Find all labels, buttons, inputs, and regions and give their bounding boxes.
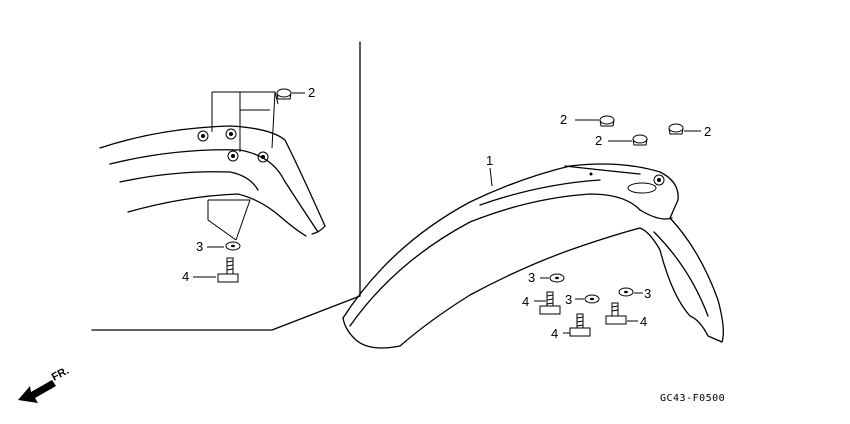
- bolt-icon-c: [605, 302, 627, 325]
- callout-2-inset: 2: [308, 85, 315, 100]
- callout-2-a: 2: [560, 112, 567, 127]
- callout-4-b: 4: [551, 326, 558, 341]
- bolt-icon-a: [539, 291, 561, 315]
- fender-crease: [639, 209, 673, 220]
- callout-3-a: 3: [528, 270, 535, 285]
- callout-3-b: 3: [565, 292, 572, 307]
- diagram-code: GC43-F0500: [660, 393, 725, 404]
- inset-border: [91, 41, 361, 331]
- callout-2-b: 2: [595, 133, 602, 148]
- callout-1: 1: [486, 153, 493, 168]
- inset-nut-icon: [276, 88, 292, 100]
- fender-rib-2: [479, 179, 601, 206]
- inset-fender-lower: [127, 193, 307, 237]
- fender-rib-1: [349, 193, 641, 327]
- inset-fender-top: [99, 125, 326, 227]
- callout-2-c: 2: [704, 124, 711, 139]
- washer-icon-a: [549, 273, 565, 283]
- inset-leaders-34: [207, 199, 251, 241]
- callout-4-inset: 4: [182, 269, 189, 284]
- inset-leaders-2: [211, 91, 279, 152]
- fender-rib-3: [564, 165, 641, 175]
- callout-3-c: 3: [644, 286, 651, 301]
- inset-fender-inner: [109, 149, 319, 233]
- fender-hole: [653, 174, 665, 186]
- washer-icon-b: [584, 294, 600, 304]
- inset-fender-tip: [311, 225, 326, 235]
- main-fender: [342, 163, 724, 349]
- washer-icon-c: [618, 287, 634, 297]
- detail-inset: 2 3 4: [91, 41, 361, 331]
- inset-mount-holes: [197, 128, 269, 163]
- fender-outline-top: [342, 163, 724, 343]
- front-direction-arrow-icon: [18, 380, 56, 403]
- nut-icon-b: [632, 134, 648, 146]
- callout-4-a: 4: [522, 294, 529, 309]
- bolt-icon-b: [569, 313, 591, 337]
- fender-rear-edge: [653, 231, 709, 317]
- inset-bolt-icon: [217, 257, 239, 283]
- callout-4-c: 4: [640, 314, 647, 329]
- inset-washer-icon: [225, 241, 241, 251]
- callout-3-inset: 3: [196, 239, 203, 254]
- nut-icon-a: [599, 115, 615, 127]
- fender-outline-bottom: [342, 227, 641, 349]
- fender-slot: [627, 182, 657, 194]
- inset-fender-rib: [119, 171, 259, 191]
- nut-icon-c: [668, 123, 684, 135]
- direction-label: FR.: [50, 365, 71, 384]
